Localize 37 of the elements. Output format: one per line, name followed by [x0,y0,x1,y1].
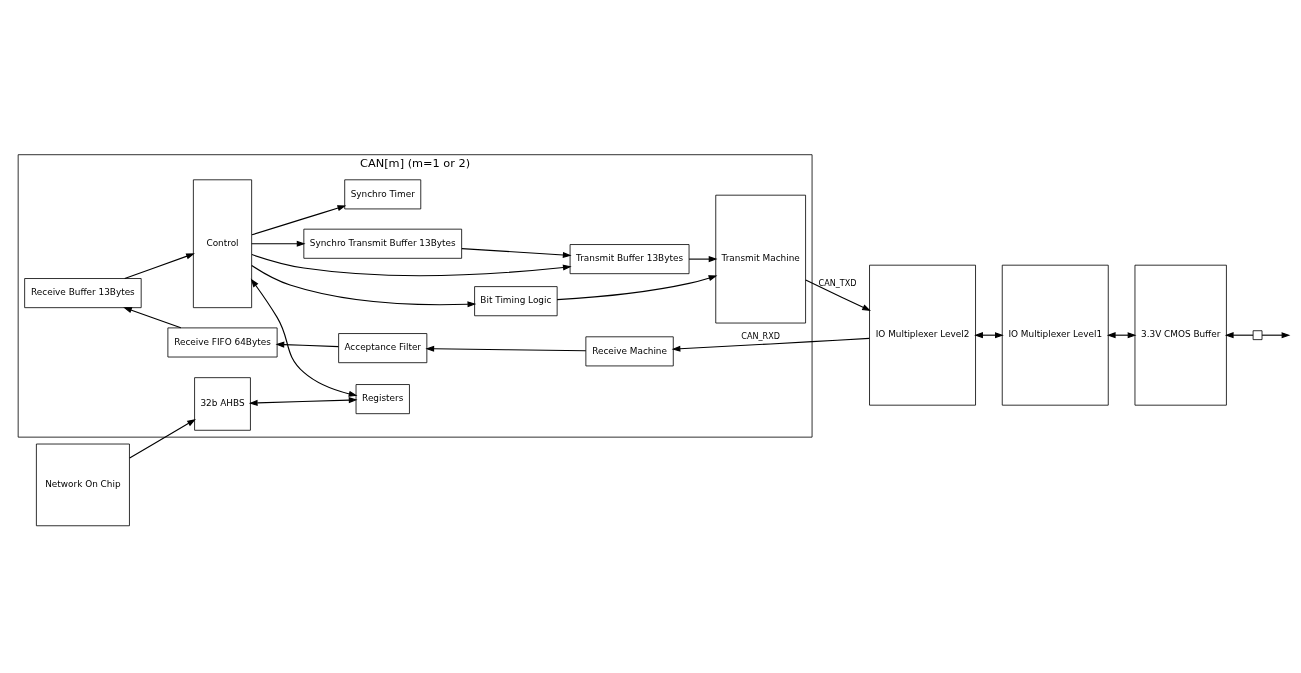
arrow [129,418,196,458]
node-box: Transmit Machine [715,194,806,323]
node-box: Receive Buffer 13Bytes [24,277,142,308]
node-box: Receive FIFO 64Bytes [167,327,278,357]
node-box: Receive Machine [585,335,674,366]
arrow [250,278,358,397]
node-box: Registers [355,383,410,414]
arrow [688,255,718,262]
arrow [251,204,347,235]
node-box: IO Multiplexer Level1 [1001,264,1109,406]
node-box: IO Multiplexer Level2 [869,264,976,406]
arrow [556,274,718,300]
arrow [251,240,306,247]
arrow [1261,331,1291,338]
arrow [123,306,182,328]
node-box: Transmit Buffer 13Bytes [569,243,690,274]
arrow [248,396,358,406]
node-box: Synchro Timer [344,178,422,209]
node-box: 3.3V CMOS Buffer [1134,264,1227,406]
node-box: 32b AHBS [194,376,251,431]
arrow [124,252,195,279]
node-box [1252,329,1263,340]
arrow [1224,331,1254,338]
arrow [275,341,339,348]
arrow [251,253,572,276]
node-box: Network On Chip [35,443,130,526]
arrow [805,279,871,311]
node-box: Synchro Transmit Buffer 13Bytes [303,228,463,259]
edge-label: CAN_TXD [818,277,857,288]
arrow [425,345,587,352]
arrow [251,264,477,307]
node-box: Bit Timing Logic [474,285,558,316]
edge-label: CAN_RXD [741,330,780,341]
arrow [461,247,572,258]
arrow [671,337,870,352]
node-box: Acceptance Filter [338,332,428,363]
node-box: Control [192,178,253,308]
